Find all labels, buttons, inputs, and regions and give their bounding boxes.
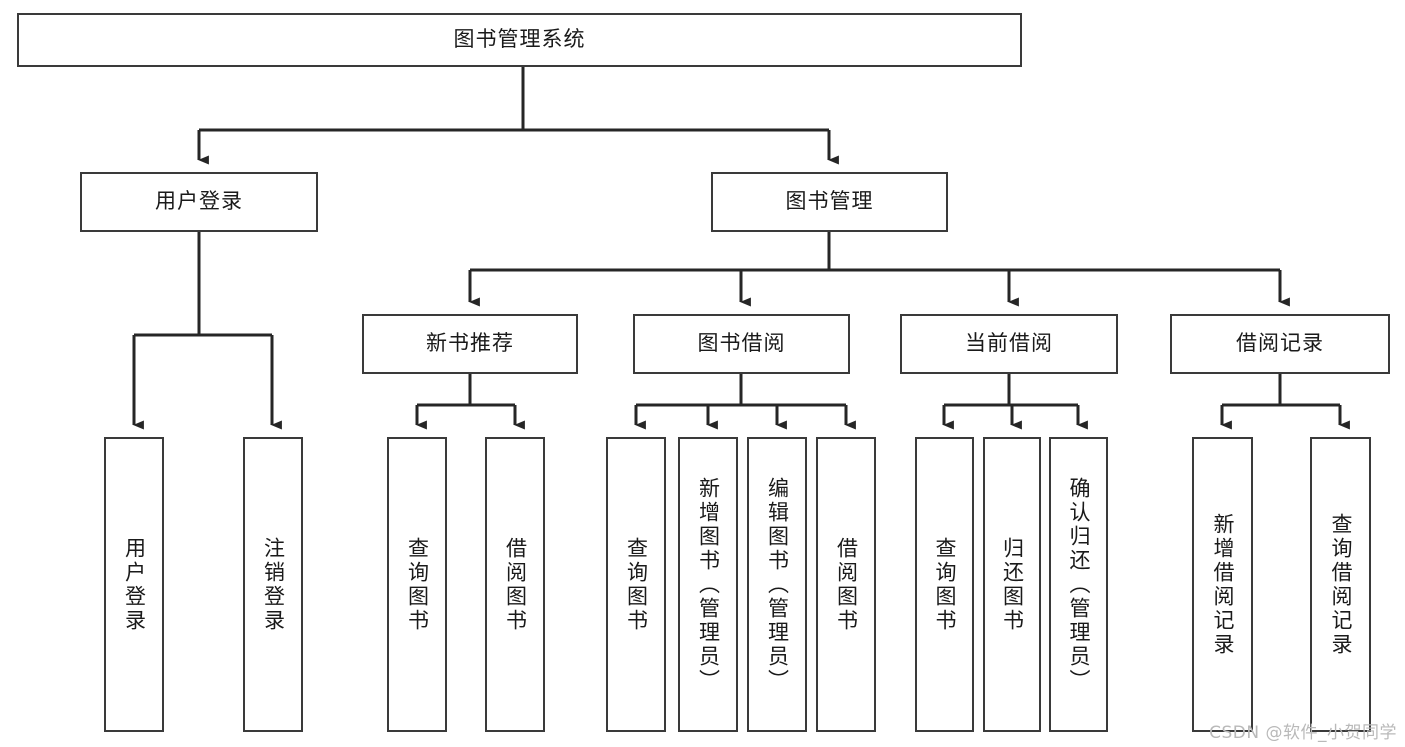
node-root-label: 图书管理系统 xyxy=(453,27,586,52)
leaf-query-book-1[interactable]: 查询图书 xyxy=(387,437,447,732)
leaf-add-borrow-record[interactable]: 新增借阅记录 xyxy=(1192,437,1253,732)
leaf-confirm-return-admin-label: 确认归还（管理员） xyxy=(1066,476,1091,693)
node-user-login-label: 用户登录 xyxy=(155,189,243,214)
leaf-logout-login-label: 注销登录 xyxy=(261,536,286,633)
leaf-user-login-label: 用户登录 xyxy=(122,536,147,633)
leaf-logout-login[interactable]: 注销登录 xyxy=(243,437,303,732)
leaf-borrow-book-2[interactable]: 借阅图书 xyxy=(816,437,876,732)
node-borrow-record-label: 借阅记录 xyxy=(1236,331,1324,356)
node-book-borrow[interactable]: 图书借阅 xyxy=(633,314,850,374)
leaf-query-book-3[interactable]: 查询图书 xyxy=(915,437,974,732)
leaf-edit-book-admin[interactable]: 编辑图书（管理员） xyxy=(747,437,807,732)
leaf-return-book[interactable]: 归还图书 xyxy=(983,437,1041,732)
leaf-return-book-label: 归还图书 xyxy=(1000,536,1025,633)
node-book-manage-label: 图书管理 xyxy=(785,189,874,214)
node-new-book-recommend-label: 新书推荐 xyxy=(426,331,514,356)
csdn-watermark: CSDN @软件_小贺同学 xyxy=(1209,723,1397,743)
node-borrow-record[interactable]: 借阅记录 xyxy=(1170,314,1390,374)
leaf-edit-book-admin-label: 编辑图书（管理员） xyxy=(765,476,790,693)
leaf-query-borrow-record-label: 查询借阅记录 xyxy=(1328,512,1353,657)
leaf-borrow-book-1-label: 借阅图书 xyxy=(503,536,528,633)
leaf-query-book-2-label: 查询图书 xyxy=(624,536,649,633)
leaf-borrow-book-2-label: 借阅图书 xyxy=(834,536,859,633)
leaf-add-book-admin[interactable]: 新增图书（管理员） xyxy=(678,437,738,732)
leaf-query-book-3-label: 查询图书 xyxy=(932,536,957,633)
leaf-add-book-admin-label: 新增图书（管理员） xyxy=(696,476,721,693)
node-book-manage[interactable]: 图书管理 xyxy=(711,172,948,232)
node-book-borrow-label: 图书借阅 xyxy=(697,331,786,356)
leaf-query-book-1-label: 查询图书 xyxy=(405,536,430,633)
node-root[interactable]: 图书管理系统 xyxy=(17,13,1022,67)
leaf-confirm-return-admin[interactable]: 确认归还（管理员） xyxy=(1049,437,1108,732)
node-current-borrow[interactable]: 当前借阅 xyxy=(900,314,1118,374)
leaf-user-login[interactable]: 用户登录 xyxy=(104,437,164,732)
node-new-book-recommend[interactable]: 新书推荐 xyxy=(362,314,578,374)
leaf-add-borrow-record-label: 新增借阅记录 xyxy=(1210,512,1235,657)
leaf-query-book-2[interactable]: 查询图书 xyxy=(606,437,666,732)
leaf-borrow-book-1[interactable]: 借阅图书 xyxy=(485,437,545,732)
node-current-borrow-label: 当前借阅 xyxy=(965,331,1053,356)
node-user-login[interactable]: 用户登录 xyxy=(80,172,318,232)
leaf-query-borrow-record[interactable]: 查询借阅记录 xyxy=(1310,437,1371,732)
